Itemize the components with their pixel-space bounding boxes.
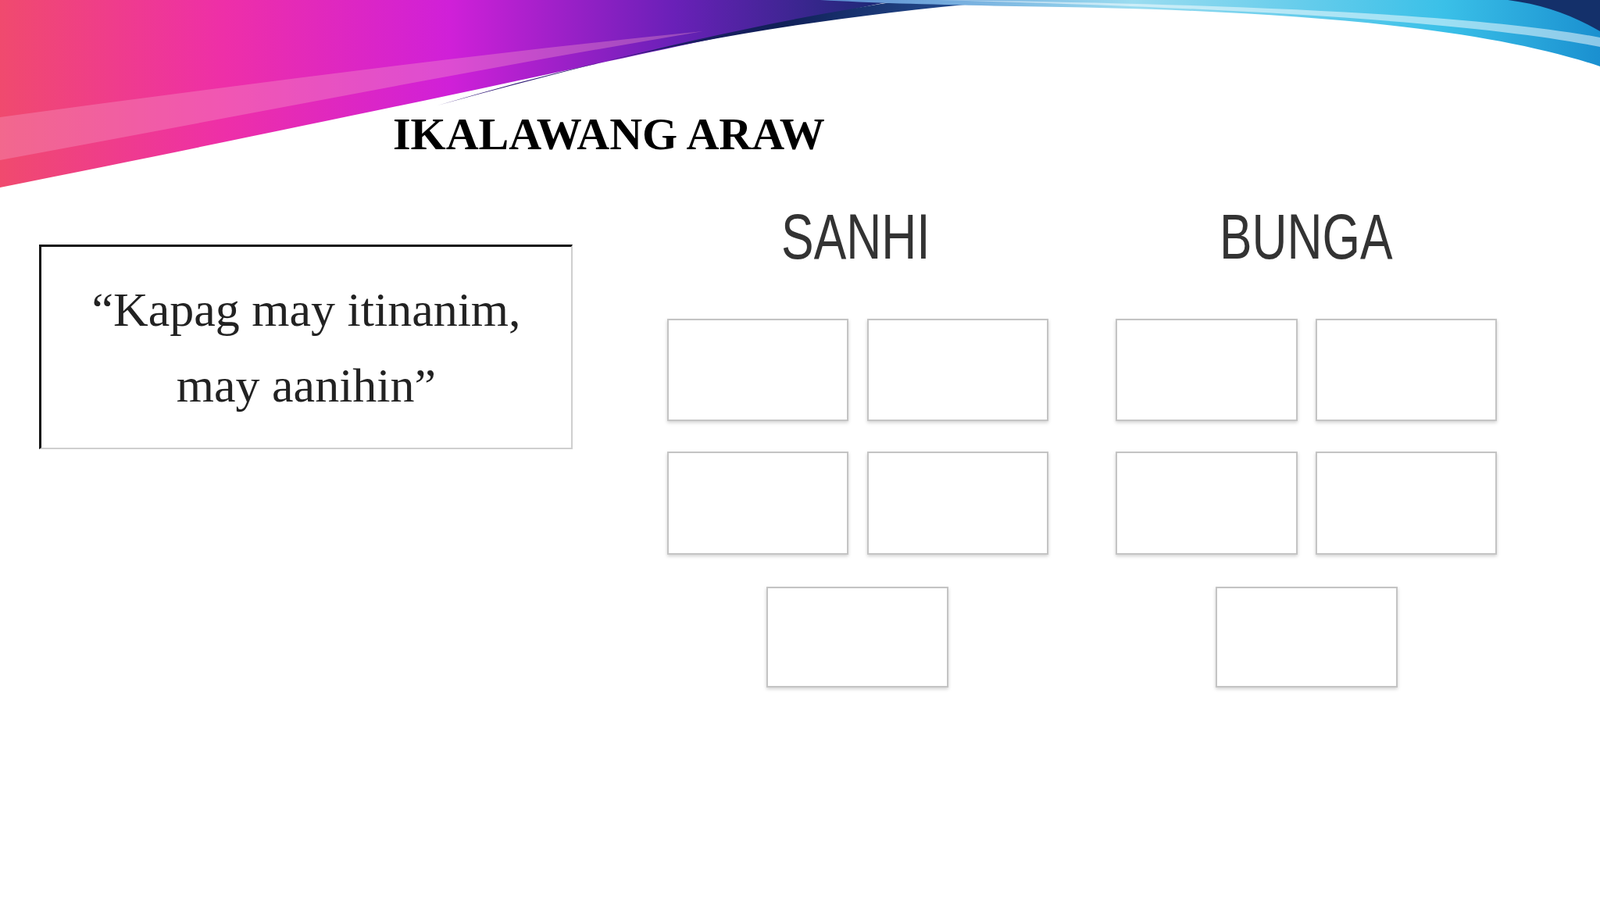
empty-box: [667, 319, 848, 421]
column-heading: BUNGA: [1219, 200, 1393, 274]
swoosh-navy-edge: [1507, 0, 1600, 32]
quote-box: “Kapag may itinanim, may aanihin”: [39, 244, 573, 450]
swoosh-cyan: [820, 0, 1600, 67]
swoosh-dark: [437, 0, 1016, 106]
empty-box: [767, 587, 948, 687]
sanhi-boxes: [667, 319, 1048, 687]
empty-box: [1116, 452, 1297, 554]
column-heading: SANHI: [781, 200, 930, 274]
empty-box: [1316, 319, 1497, 421]
bunga-boxes: [1116, 319, 1497, 687]
empty-box: [1116, 319, 1297, 421]
swoosh-cyan-thin: [937, 0, 1600, 47]
empty-box: [867, 319, 1048, 421]
empty-box: [667, 452, 848, 554]
proverb-text: “Kapag may itinanim, may aanihin”: [71, 271, 541, 422]
empty-box: [1316, 452, 1497, 554]
slide-title: IKALAWANG ARAW: [392, 107, 825, 161]
empty-box: [1216, 587, 1397, 687]
empty-box: [867, 452, 1048, 554]
title-text: IKALAWANG ARAW: [392, 108, 825, 160]
